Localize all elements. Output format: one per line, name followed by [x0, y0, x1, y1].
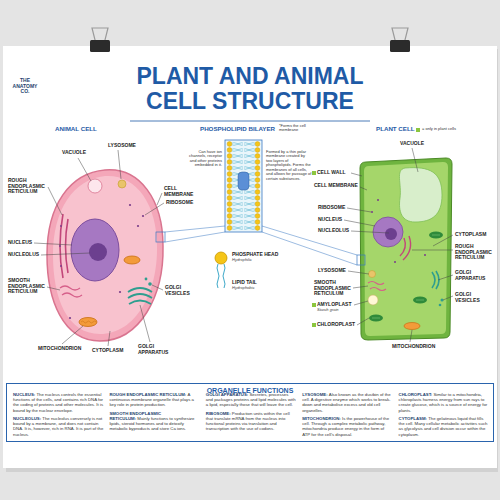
function-entry: MITOCHONDRION:Is the powerhouse of the c… — [302, 416, 392, 437]
zoom-lines — [165, 226, 357, 265]
part-label: LYSOSOME — [108, 143, 136, 149]
function-column: CHLOROPLAST:Similar to a mitochondria, c… — [399, 392, 489, 440]
function-column: GOLGI APPARATUS:Secretes, processes and … — [206, 392, 296, 435]
animal-cell — [47, 170, 165, 341]
function-entry: SMOOTH ENDOPLASMIC RETICULUM:Mainly func… — [109, 411, 199, 432]
sub-label: Hydrophilic — [232, 258, 252, 262]
part-label: VACUOLE — [400, 141, 424, 147]
poster-title: PLANT AND ANIMAL CELL STRUCTURE — [105, 64, 395, 114]
organelle-name: LYSOSOME: — [302, 392, 327, 397]
function-column: NUCLEUS:The nucleus controls the essenti… — [13, 392, 103, 440]
organelle-name: RIBOSOME: — [206, 411, 231, 416]
part-label: NUCLEOLUS — [8, 252, 39, 258]
part-label: AMYLOPLAST — [317, 302, 351, 308]
section-heading: ANIMAL CELL — [55, 126, 97, 133]
part-label: NUCLEUS — [318, 217, 342, 223]
function-column: ROUGH ENDOPLASMIC RETICULUM:A continuous… — [109, 392, 199, 435]
part-label: RIBOSOME — [318, 205, 345, 211]
note-text: Can have ion channels, receptor and othe… — [186, 150, 222, 168]
sub-label: Hydrophobic — [232, 286, 254, 290]
part-label: NUCLEOLUS — [318, 228, 349, 234]
part-label: PHOSPHATE HEAD — [232, 252, 278, 258]
part-label: ROUGH ENDOPLASMIC RETICULUM — [455, 244, 495, 261]
note-text: *Forms the cell membrane — [279, 124, 321, 133]
part-label: SMOOTH ENDOPLASMIC RETICULUM — [8, 278, 48, 295]
organelle-name: ROUGH ENDOPLASMIC RETICULUM: — [109, 392, 186, 397]
part-label: CYTOPLASM — [92, 348, 123, 354]
poster-sheet — [3, 46, 497, 468]
part-label: ROUGH ENDOPLASMIC RETICULUM — [8, 178, 48, 195]
legend-swatch — [416, 128, 420, 132]
part-label: RIBOSOME — [166, 200, 193, 206]
logo-text: THE ANATOMY CO. — [8, 78, 42, 95]
function-column: LYSOSOME:Also known as the dustbin of th… — [302, 392, 392, 440]
function-entry: NUCLEOLUS:The nucleolus conversely is no… — [13, 416, 103, 437]
organelle-name: GOLGI APPARATUS: — [206, 392, 248, 397]
organelle-name: CHLOROPLAST: — [399, 392, 433, 397]
part-label: CELL WALL — [317, 170, 346, 176]
part-label: CHLOROPLAST — [317, 322, 355, 328]
part-label: GOLGI VESICLES — [455, 292, 495, 303]
function-entry: GOLGI APPARATUS:Secretes, processes and … — [206, 392, 296, 408]
sub-label: Starch grain — [317, 308, 339, 312]
phosphate-head-icon — [215, 252, 227, 288]
function-entry: LYSOSOME:Also known as the dustbin of th… — [302, 392, 392, 413]
part-label: SMOOTH ENDOPLASMIC RETICULUM — [314, 280, 356, 297]
binder-clip — [90, 28, 410, 52]
function-entry: ROUGH ENDOPLASMIC RETICULUM:A continuous… — [109, 392, 199, 408]
plant-only-marker — [312, 171, 316, 327]
organelle-name: MITOCHONDRION: — [302, 416, 341, 421]
function-entry: CYTOPLASM:The gelatinous liquid that fil… — [399, 416, 489, 437]
part-label: LIPID TAIL — [232, 280, 257, 286]
info-panel: ORGANELLE FUNCTIONSNUCLEUS:The nucleus c… — [6, 383, 494, 442]
part-label: LYSOSOME — [318, 268, 346, 274]
part-label: MITOCHONDRION — [392, 344, 435, 350]
part-label: CELL MEMBRANE — [164, 186, 195, 197]
section-heading: PHOSPHOLIPID BILAYER — [200, 126, 275, 133]
organelle-name: NUCLEOLUS: — [13, 416, 41, 421]
part-label: MITOCHONDRION — [38, 346, 81, 352]
function-entry: CHLOROPLAST:Similar to a mitochondria, c… — [399, 392, 489, 413]
part-label: GOLGI APPARATUS — [455, 270, 495, 281]
title-rule — [130, 121, 370, 122]
section-heading: PLANT CELL — [376, 126, 415, 133]
plant-cell — [357, 158, 452, 340]
part-label: GOLGI APPARATUS — [138, 344, 180, 355]
phospholipid-bilayer — [225, 140, 262, 232]
note-text: Formed by a thin polar membrane created … — [266, 150, 312, 181]
part-label: GOLGI VESICLES — [165, 285, 193, 296]
function-entry: NUCLEUS:The nucleus controls the essenti… — [13, 392, 103, 413]
leader-lines — [34, 148, 453, 346]
part-label: NUCLEUS — [8, 240, 32, 246]
organelle-name: CYTOPLASM: — [399, 416, 427, 421]
part-label: CYTOPLASM — [455, 232, 486, 238]
organelle-name: NUCLEUS: — [13, 392, 35, 397]
legend-text: = only in plant cells — [422, 127, 456, 132]
function-entry: RIBOSOME:Production units within the cel… — [206, 411, 296, 432]
part-label: CELL MEMBRANE — [314, 183, 358, 189]
part-label: VACUOLE — [62, 150, 86, 156]
